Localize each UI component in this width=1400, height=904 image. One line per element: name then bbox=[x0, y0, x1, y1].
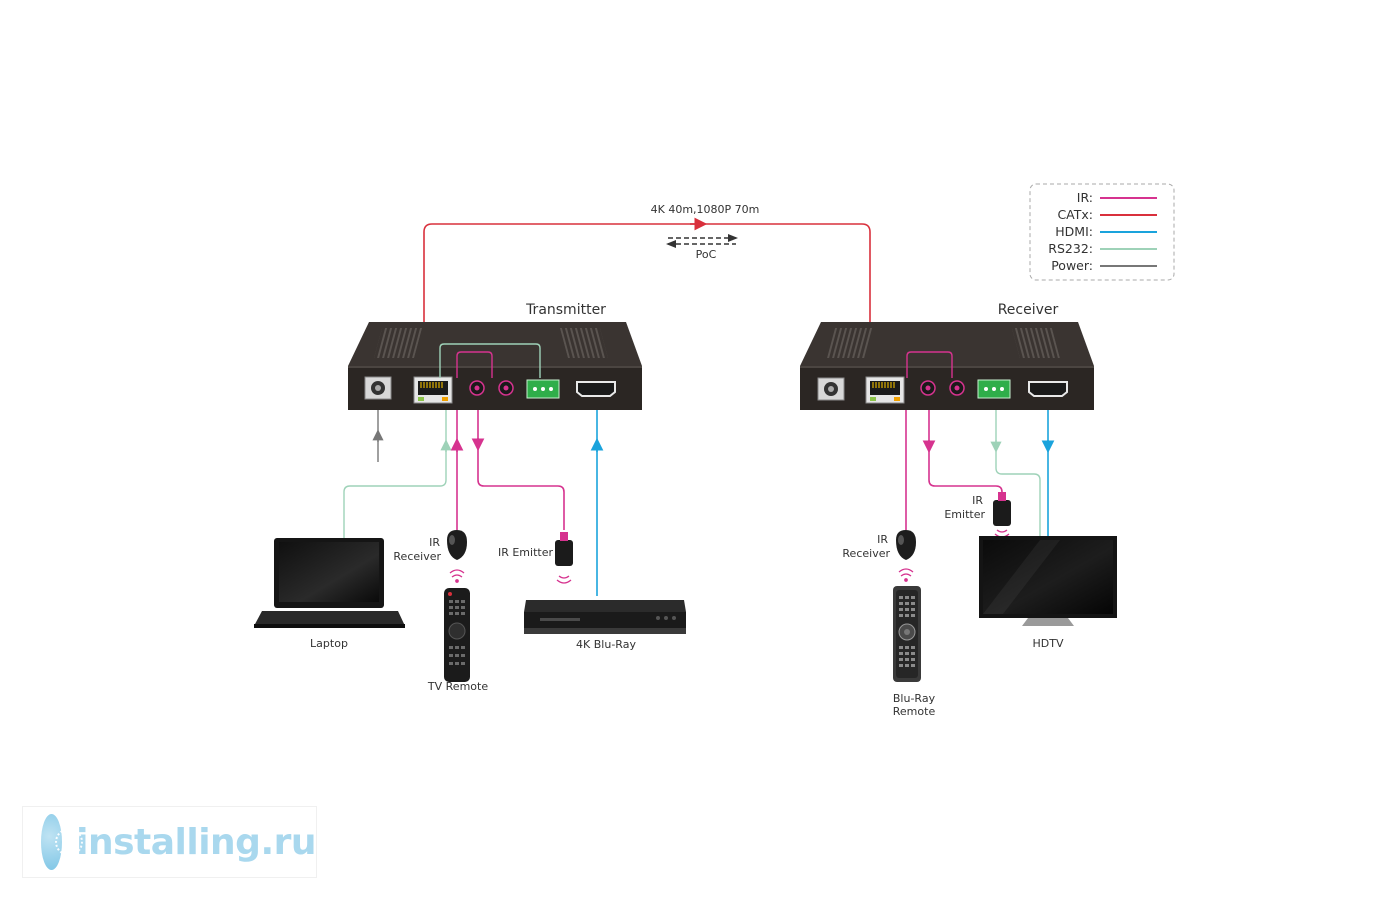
tx-ir-signal-icon bbox=[449, 569, 465, 583]
legend-ir-label: IR: bbox=[1077, 190, 1093, 205]
bluray-remote-label-2: Remote bbox=[893, 705, 936, 718]
tx-ir-emitter-label: IR Emitter bbox=[498, 546, 553, 559]
bluray-player-device: 4K Blu-Ray bbox=[524, 600, 686, 651]
rx-rj45-port-icon bbox=[865, 376, 905, 404]
tv-remote-device: TV Remote bbox=[427, 588, 488, 693]
rx-ir-out-port-icon bbox=[949, 380, 965, 396]
tv-remote-label: TV Remote bbox=[427, 680, 488, 693]
rx-ir-signal-icon bbox=[898, 568, 914, 582]
tx-rj45-port-icon bbox=[413, 376, 453, 404]
watermark-text: installing.ru bbox=[76, 821, 316, 863]
legend-power-label: Power: bbox=[1051, 258, 1093, 273]
rx-rs232-port-icon bbox=[977, 379, 1011, 399]
hdtv-device: HDTV bbox=[979, 536, 1117, 650]
transmitter-unit: Transmitter bbox=[348, 302, 642, 410]
satellite-logo-icon bbox=[41, 814, 84, 870]
legend-catx-label: CATx: bbox=[1057, 207, 1093, 222]
rx-cables bbox=[905, 410, 1055, 538]
tx-ir-receiver-label-1: IR bbox=[429, 536, 440, 549]
tx-ir-out-port-icon bbox=[498, 380, 514, 396]
rx-power-port-icon bbox=[817, 377, 845, 401]
hdtv-label: HDTV bbox=[1033, 637, 1064, 650]
receiver-unit: Receiver bbox=[800, 302, 1094, 410]
laptop-device: Laptop bbox=[254, 538, 405, 650]
rx-ir-emitter-label-2: Emitter bbox=[944, 508, 985, 521]
legend-rs232-label: RS232: bbox=[1048, 241, 1093, 256]
tx-ir-receiver-label-2: Receiver bbox=[393, 550, 441, 563]
tx-ir-receiver-device: IR Receiver bbox=[393, 530, 467, 583]
tx-hdmi-port-icon bbox=[576, 381, 616, 397]
tx-ir-in-port-icon bbox=[469, 380, 485, 396]
transmitter-title: Transmitter bbox=[525, 302, 606, 318]
rx-ir-in-port-icon bbox=[920, 380, 936, 396]
legend-hdmi-label: HDMI: bbox=[1055, 224, 1093, 239]
legend: IR: CATx: HDMI: RS232: Power: bbox=[1029, 183, 1175, 281]
watermark: installing.ru bbox=[22, 806, 317, 878]
bluray-label: 4K Blu-Ray bbox=[576, 638, 636, 651]
rx-ir-receiver-device: IR Receiver bbox=[842, 530, 916, 582]
link-spec-label: 4K 40m,1080P 70m bbox=[651, 203, 760, 216]
rx-ir-emitter-label-1: IR bbox=[972, 494, 983, 507]
rx-ir-receiver-label-1: IR bbox=[877, 533, 888, 546]
tx-emitter-signal-icon bbox=[556, 575, 572, 584]
rx-emitter-signal-icon bbox=[994, 529, 1010, 538]
catx-link: 4K 40m,1080P 70m PoC bbox=[423, 203, 871, 380]
bluray-remote-device: Blu-Ray Remote bbox=[893, 586, 936, 718]
bluray-remote-label-1: Blu-Ray bbox=[893, 692, 936, 705]
poc-arrows-icon bbox=[666, 234, 738, 248]
poc-label: PoC bbox=[696, 248, 717, 261]
receiver-title: Receiver bbox=[998, 302, 1059, 318]
rx-hdmi-port-icon bbox=[1028, 381, 1068, 397]
rx-ir-emitter-device: IR Emitter bbox=[944, 492, 1011, 538]
laptop-label: Laptop bbox=[310, 637, 348, 650]
tx-rs232-port-icon bbox=[526, 379, 560, 399]
tx-cables bbox=[343, 410, 604, 596]
tx-ir-emitter-device: IR Emitter bbox=[498, 532, 573, 584]
tx-power-port-icon bbox=[364, 376, 392, 400]
rx-ir-receiver-label-2: Receiver bbox=[842, 547, 890, 560]
